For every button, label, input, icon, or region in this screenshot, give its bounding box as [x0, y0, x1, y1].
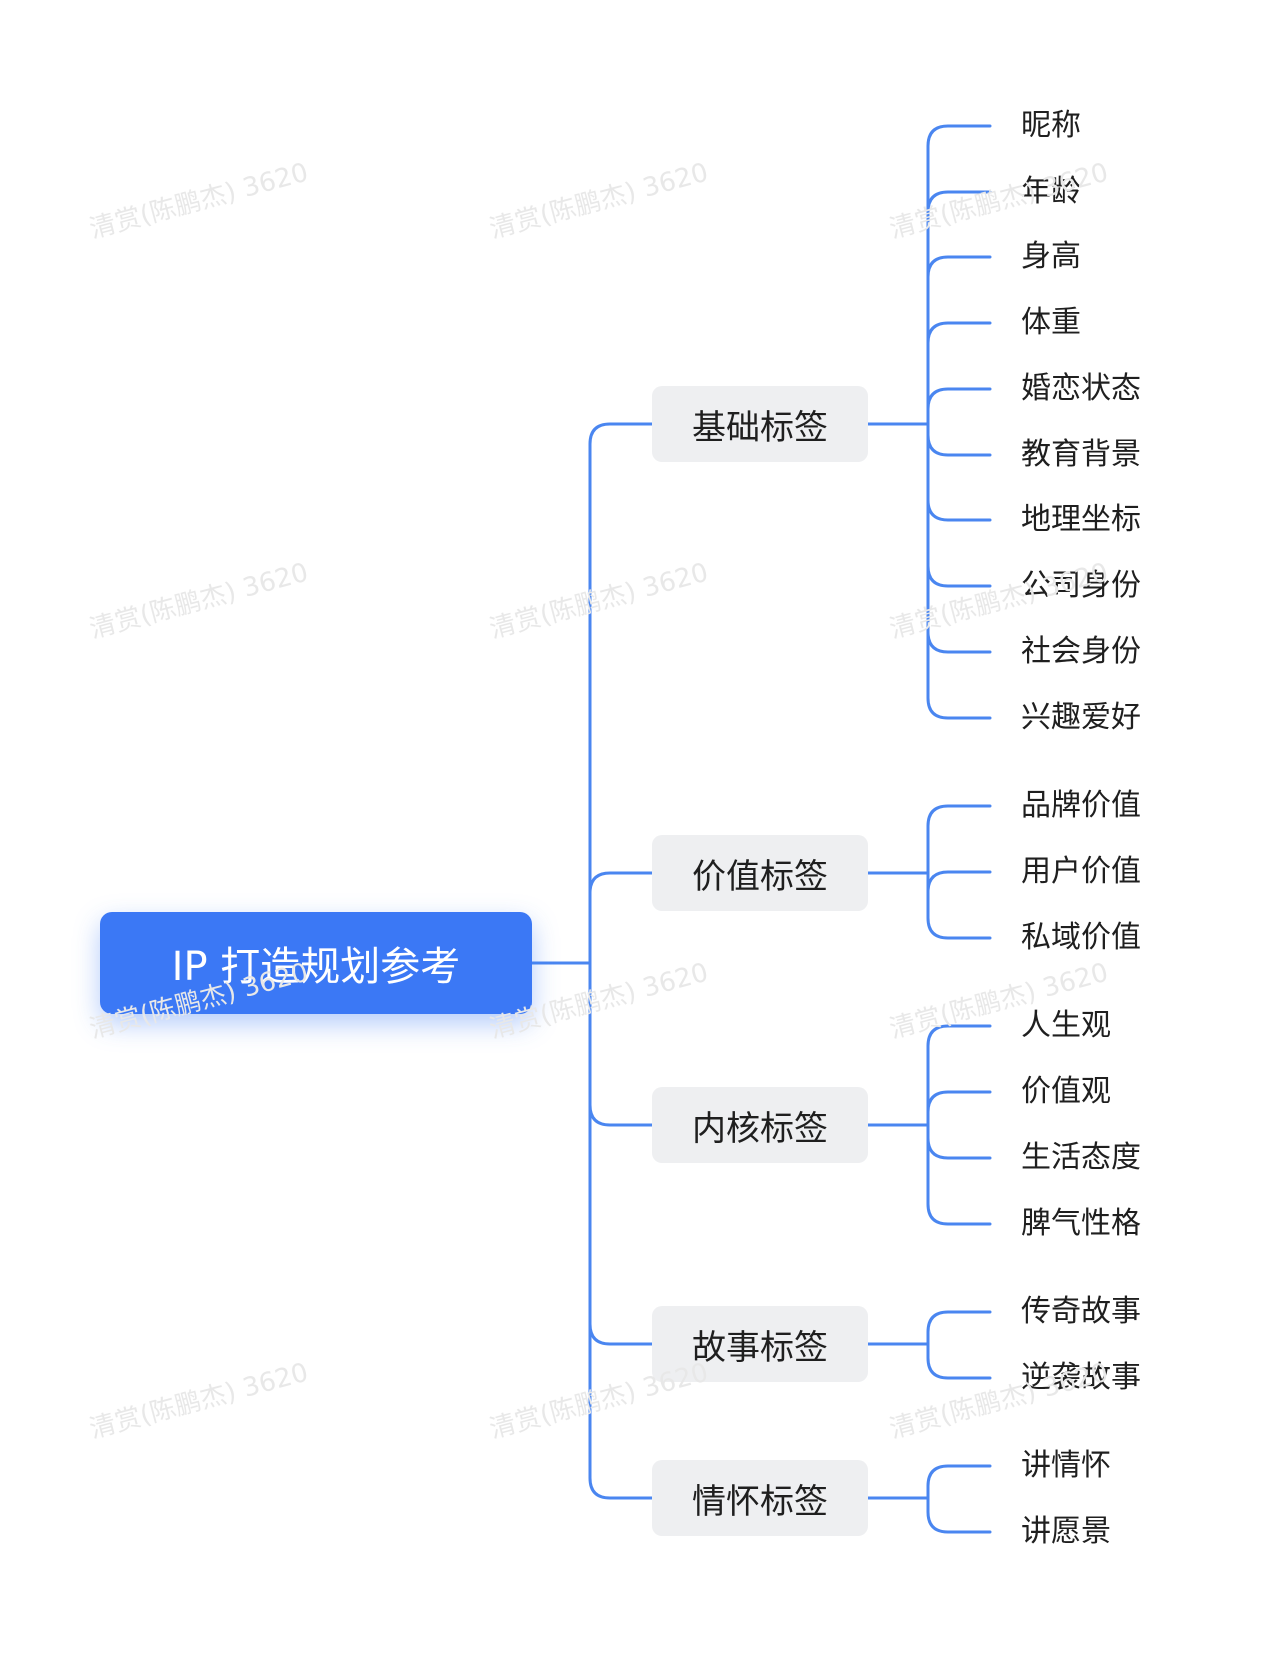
- trunk-line: [588, 422, 654, 1500]
- branch-label: 价值标签: [692, 856, 828, 897]
- leaf-connector: [926, 498, 992, 522]
- leaf-trunk: [926, 1310, 992, 1380]
- leaf-node[interactable]: 传奇故事: [1021, 1294, 1141, 1329]
- leaf-connector: [926, 321, 992, 345]
- leaf-node[interactable]: 体重: [1021, 305, 1081, 340]
- leaf-trunk: [926, 1464, 992, 1534]
- branch-connector: [588, 1103, 654, 1127]
- leaf-node[interactable]: 地理坐标: [1021, 502, 1141, 537]
- leaf-trunk: [926, 804, 992, 940]
- leaf-connector: [926, 1136, 992, 1160]
- leaf-node[interactable]: 讲愿景: [1021, 1514, 1111, 1549]
- branch-node-story[interactable]: 故事标签: [652, 1306, 868, 1382]
- branch-label: 内核标签: [692, 1108, 828, 1149]
- branch-node-core[interactable]: 内核标签: [652, 1087, 868, 1163]
- leaf-node[interactable]: 年龄: [1021, 174, 1081, 209]
- branch-label: 基础标签: [692, 407, 828, 448]
- leaf-trunk: [926, 1024, 992, 1226]
- leaf-node[interactable]: 脾气性格: [1021, 1206, 1141, 1241]
- leaf-connector: [926, 255, 992, 279]
- branch-node-value[interactable]: 价值标签: [652, 835, 868, 911]
- leaf-node[interactable]: 私域价值: [1021, 920, 1141, 955]
- leaf-node[interactable]: 身高: [1021, 239, 1081, 274]
- leaf-trunk: [926, 124, 992, 720]
- leaf-node[interactable]: 价值观: [1021, 1074, 1111, 1109]
- leaf-connector: [926, 433, 992, 457]
- leaf-connector: [926, 1090, 992, 1114]
- leaf-node[interactable]: 婚恋状态: [1021, 371, 1141, 406]
- branch-node-basic[interactable]: 基础标签: [652, 386, 868, 462]
- branch-connector: [588, 871, 654, 895]
- branch-label: 情怀标签: [692, 1481, 828, 1522]
- leaf-connector: [926, 564, 992, 588]
- leaf-connector: [926, 387, 992, 411]
- leaf-node[interactable]: 昵称: [1021, 108, 1081, 143]
- branch-connector: [588, 1322, 654, 1346]
- leaf-connector: [926, 630, 992, 654]
- leaf-node[interactable]: 教育背景: [1021, 437, 1141, 472]
- leaf-node[interactable]: 人生观: [1021, 1008, 1111, 1043]
- leaf-connector: [926, 870, 992, 894]
- leaf-node[interactable]: 讲情怀: [1021, 1448, 1111, 1483]
- root-label: IP 打造规划参考: [171, 944, 461, 990]
- leaf-node[interactable]: 兴趣爱好: [1021, 700, 1141, 735]
- leaf-node[interactable]: 品牌价值: [1021, 788, 1141, 823]
- branch-label: 故事标签: [692, 1327, 828, 1368]
- leaf-node[interactable]: 社会身份: [1021, 634, 1141, 669]
- leaf-node[interactable]: 生活态度: [1021, 1140, 1141, 1175]
- leaf-node[interactable]: 公司身份: [1021, 568, 1141, 603]
- branch-node-sentiment[interactable]: 情怀标签: [652, 1460, 868, 1536]
- root-node[interactable]: IP 打造规划参考: [100, 912, 532, 1014]
- leaf-connector: [926, 190, 992, 214]
- leaf-node[interactable]: 用户价值: [1021, 854, 1141, 889]
- leaf-node[interactable]: 逆袭故事: [1021, 1360, 1141, 1395]
